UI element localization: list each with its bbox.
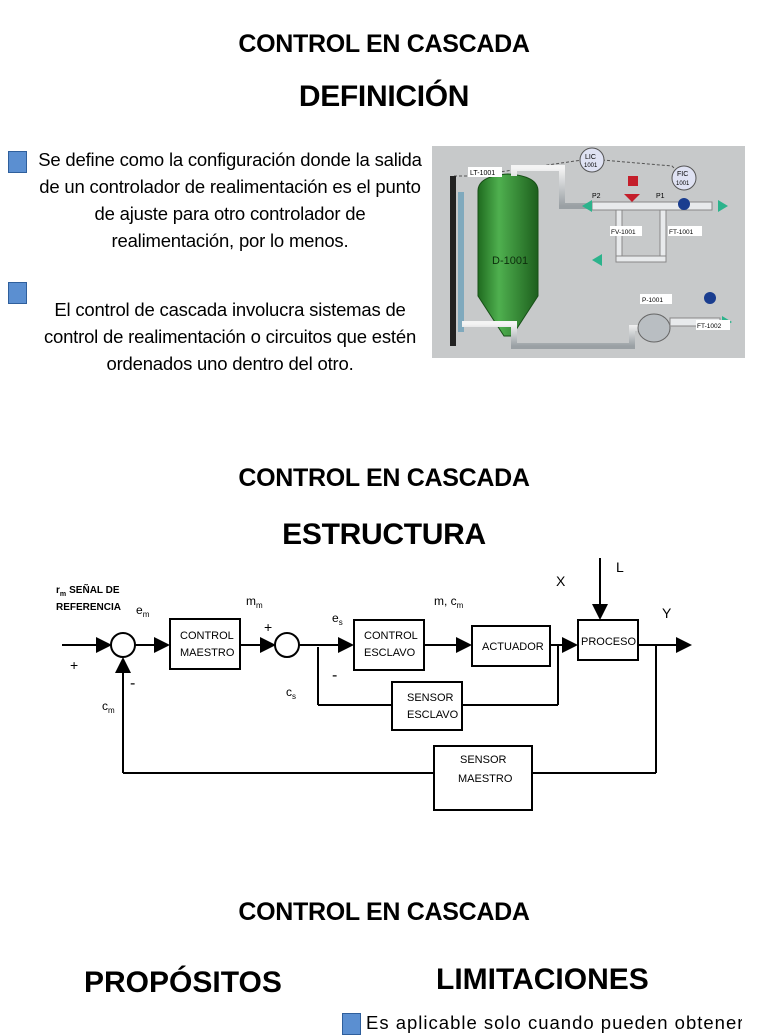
svg-text:mm: mm [246, 594, 263, 610]
svg-text:-: - [130, 675, 135, 692]
summing-junction-master [110, 632, 136, 658]
limitations-heading: LIMITACIONES [436, 963, 649, 996]
svg-text:SENSOR: SENSOR [407, 692, 454, 704]
svg-text:+: + [264, 619, 272, 635]
svg-text:L: L [616, 559, 624, 575]
limitation-text: Es aplicable solo cuando pueden obteners… [366, 1012, 742, 1033]
svg-text:ESCLAVO: ESCLAVO [364, 647, 416, 659]
plant-schematic: LT-1001 LIC 1001 FIC 1001 P2 P1 FV-1001 … [450, 147, 732, 349]
bullet-marker [342, 1013, 361, 1035]
svg-text:D-1001: D-1001 [492, 255, 528, 267]
process-plant-illustration: LT-1001 LIC 1001 FIC 1001 P2 P1 FV-1001 … [432, 146, 745, 358]
svg-text:Y: Y [662, 605, 672, 621]
svg-text:es: es [332, 611, 343, 627]
block-master-sensor [433, 745, 533, 811]
block-master-controller [169, 618, 241, 670]
svg-text:FT-1001: FT-1001 [669, 229, 694, 236]
definition-paragraph-2: El control de cascada involucra sistemas… [43, 299, 417, 374]
svg-text:FV-1001: FV-1001 [611, 229, 636, 236]
svg-text:1001: 1001 [676, 181, 690, 187]
slide2-subtitle: ESTRUCTURA [282, 518, 486, 551]
svg-text:em: em [136, 603, 150, 619]
svg-text:PROCESO: PROCESO [581, 636, 636, 648]
slide3-title: CONTROL EN CASCADA [238, 898, 530, 926]
bullet-marker [8, 282, 27, 304]
summing-junction-slave [274, 632, 300, 658]
svg-text:MAESTRO: MAESTRO [180, 647, 235, 659]
svg-text:cs: cs [286, 685, 296, 701]
svg-text:P1: P1 [656, 193, 665, 200]
svg-text:REFERENCIA: REFERENCIA [56, 602, 121, 613]
purposes-heading: PROPÓSITOS [84, 966, 282, 999]
block-slave-controller [353, 619, 425, 671]
block-slave-sensor [391, 681, 463, 731]
slide1-title: CONTROL EN CASCADA [238, 30, 530, 58]
svg-text:CONTROL: CONTROL [364, 630, 418, 642]
svg-text:ESCLAVO: ESCLAVO [407, 709, 459, 721]
svg-text:-: - [332, 667, 337, 684]
svg-text:1001: 1001 [584, 163, 598, 169]
svg-text:FT-1002: FT-1002 [697, 323, 722, 330]
svg-text:X: X [556, 573, 566, 589]
label-lt1001: LT-1001 [470, 170, 495, 177]
svg-text:cm: cm [102, 699, 115, 715]
slide1-subtitle: DEFINICIÓN [298, 80, 470, 113]
svg-text:P-1001: P-1001 [642, 297, 663, 304]
bullet-marker [8, 151, 27, 173]
svg-text:LIC: LIC [585, 154, 596, 161]
svg-text:SENSOR: SENSOR [460, 754, 507, 766]
definition-paragraph-1: Se define como la configuración donde la… [38, 149, 422, 251]
svg-text:MAESTRO: MAESTRO [458, 773, 513, 785]
svg-text:m, cm: m, cm [434, 594, 464, 610]
slide2-title: CONTROL EN CASCADA [238, 464, 530, 492]
svg-text:P2: P2 [592, 193, 601, 200]
svg-text:CONTROL: CONTROL [180, 630, 234, 642]
svg-text:ACTUADOR: ACTUADOR [482, 641, 544, 653]
block-process [577, 619, 639, 661]
svg-text:FIC: FIC [677, 171, 688, 178]
svg-text:+: + [70, 657, 78, 673]
